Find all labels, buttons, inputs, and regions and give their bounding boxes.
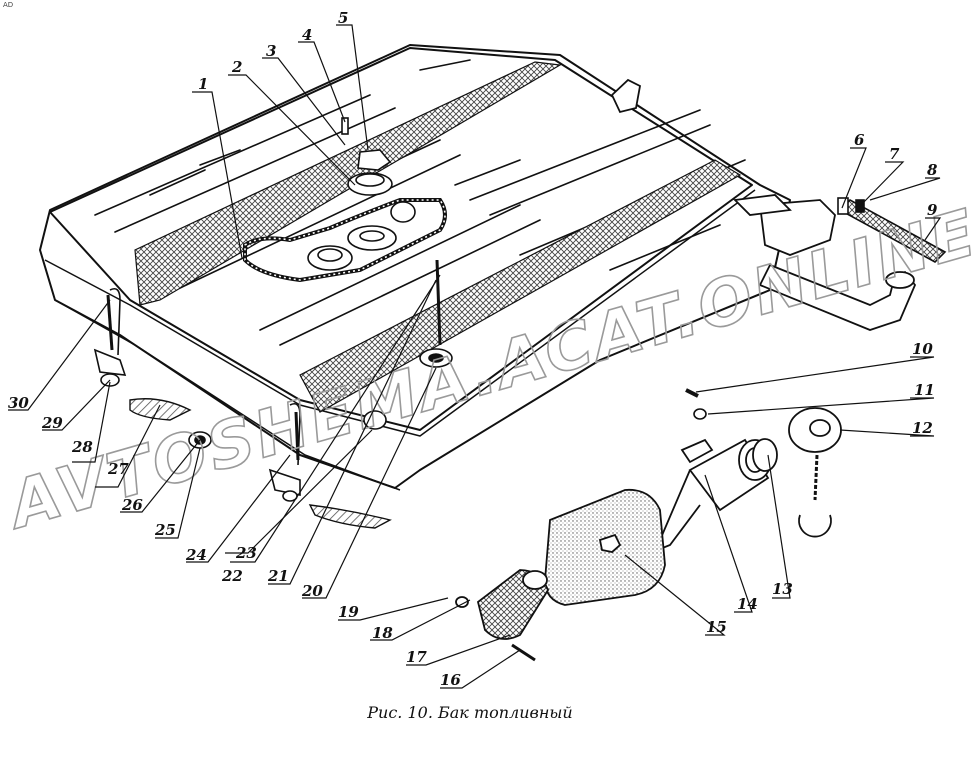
part-number-20: 20 bbox=[301, 582, 323, 600]
drain-hose-assembly bbox=[455, 569, 550, 662]
filler-gasket bbox=[544, 488, 666, 606]
tank-bottom-shield bbox=[129, 398, 392, 529]
part-number-6: 6 bbox=[854, 131, 865, 149]
part-number-10: 10 bbox=[912, 340, 933, 358]
part-number-14: 14 bbox=[737, 595, 758, 613]
part-number-3: 3 bbox=[266, 42, 276, 60]
part-number-labels: 1 2 3 4 5 6 7 8 9 10 11 12 13 14 15 16 1… bbox=[8, 9, 938, 689]
part-number-18: 18 bbox=[372, 624, 393, 642]
corner-mark: AD bbox=[3, 1, 14, 9]
part-number-4: 4 bbox=[302, 26, 312, 44]
part-number-21: 21 bbox=[267, 567, 289, 585]
part-number-15: 15 bbox=[706, 618, 727, 636]
part-number-19: 19 bbox=[338, 603, 359, 621]
part-number-28: 28 bbox=[71, 438, 93, 456]
part-number-30: 30 bbox=[8, 394, 29, 412]
part-number-2: 2 bbox=[231, 58, 242, 76]
sender-cover bbox=[341, 117, 393, 196]
part-number-22: 22 bbox=[221, 567, 243, 585]
part-number-26: 26 bbox=[121, 496, 143, 514]
part-number-23: 23 bbox=[235, 544, 257, 562]
leader-lines bbox=[8, 24, 942, 689]
part-number-25: 25 bbox=[154, 521, 176, 539]
fuel-sender-unit bbox=[307, 201, 416, 271]
part-number-16: 16 bbox=[440, 671, 461, 689]
figure-caption: Рис. 10. Бак топливный bbox=[367, 703, 573, 722]
part-number-27: 27 bbox=[107, 460, 129, 478]
part-number-12: 12 bbox=[912, 419, 933, 437]
small-bolts bbox=[685, 388, 707, 420]
part-number-11: 11 bbox=[914, 381, 935, 399]
part-number-17: 17 bbox=[406, 648, 427, 666]
tank-body bbox=[39, 44, 791, 491]
part-number-29: 29 bbox=[41, 414, 63, 432]
part-number-1: 1 bbox=[198, 75, 208, 93]
part-number-9: 9 bbox=[927, 201, 938, 219]
part-number-7: 7 bbox=[889, 145, 900, 163]
filler-pipe bbox=[610, 78, 917, 331]
part-number-8: 8 bbox=[927, 161, 938, 179]
mounting-hardware bbox=[93, 259, 453, 502]
filler-cap bbox=[788, 407, 842, 538]
part-number-13: 13 bbox=[772, 580, 793, 598]
part-number-24: 24 bbox=[185, 546, 207, 564]
part-number-5: 5 bbox=[338, 9, 348, 27]
